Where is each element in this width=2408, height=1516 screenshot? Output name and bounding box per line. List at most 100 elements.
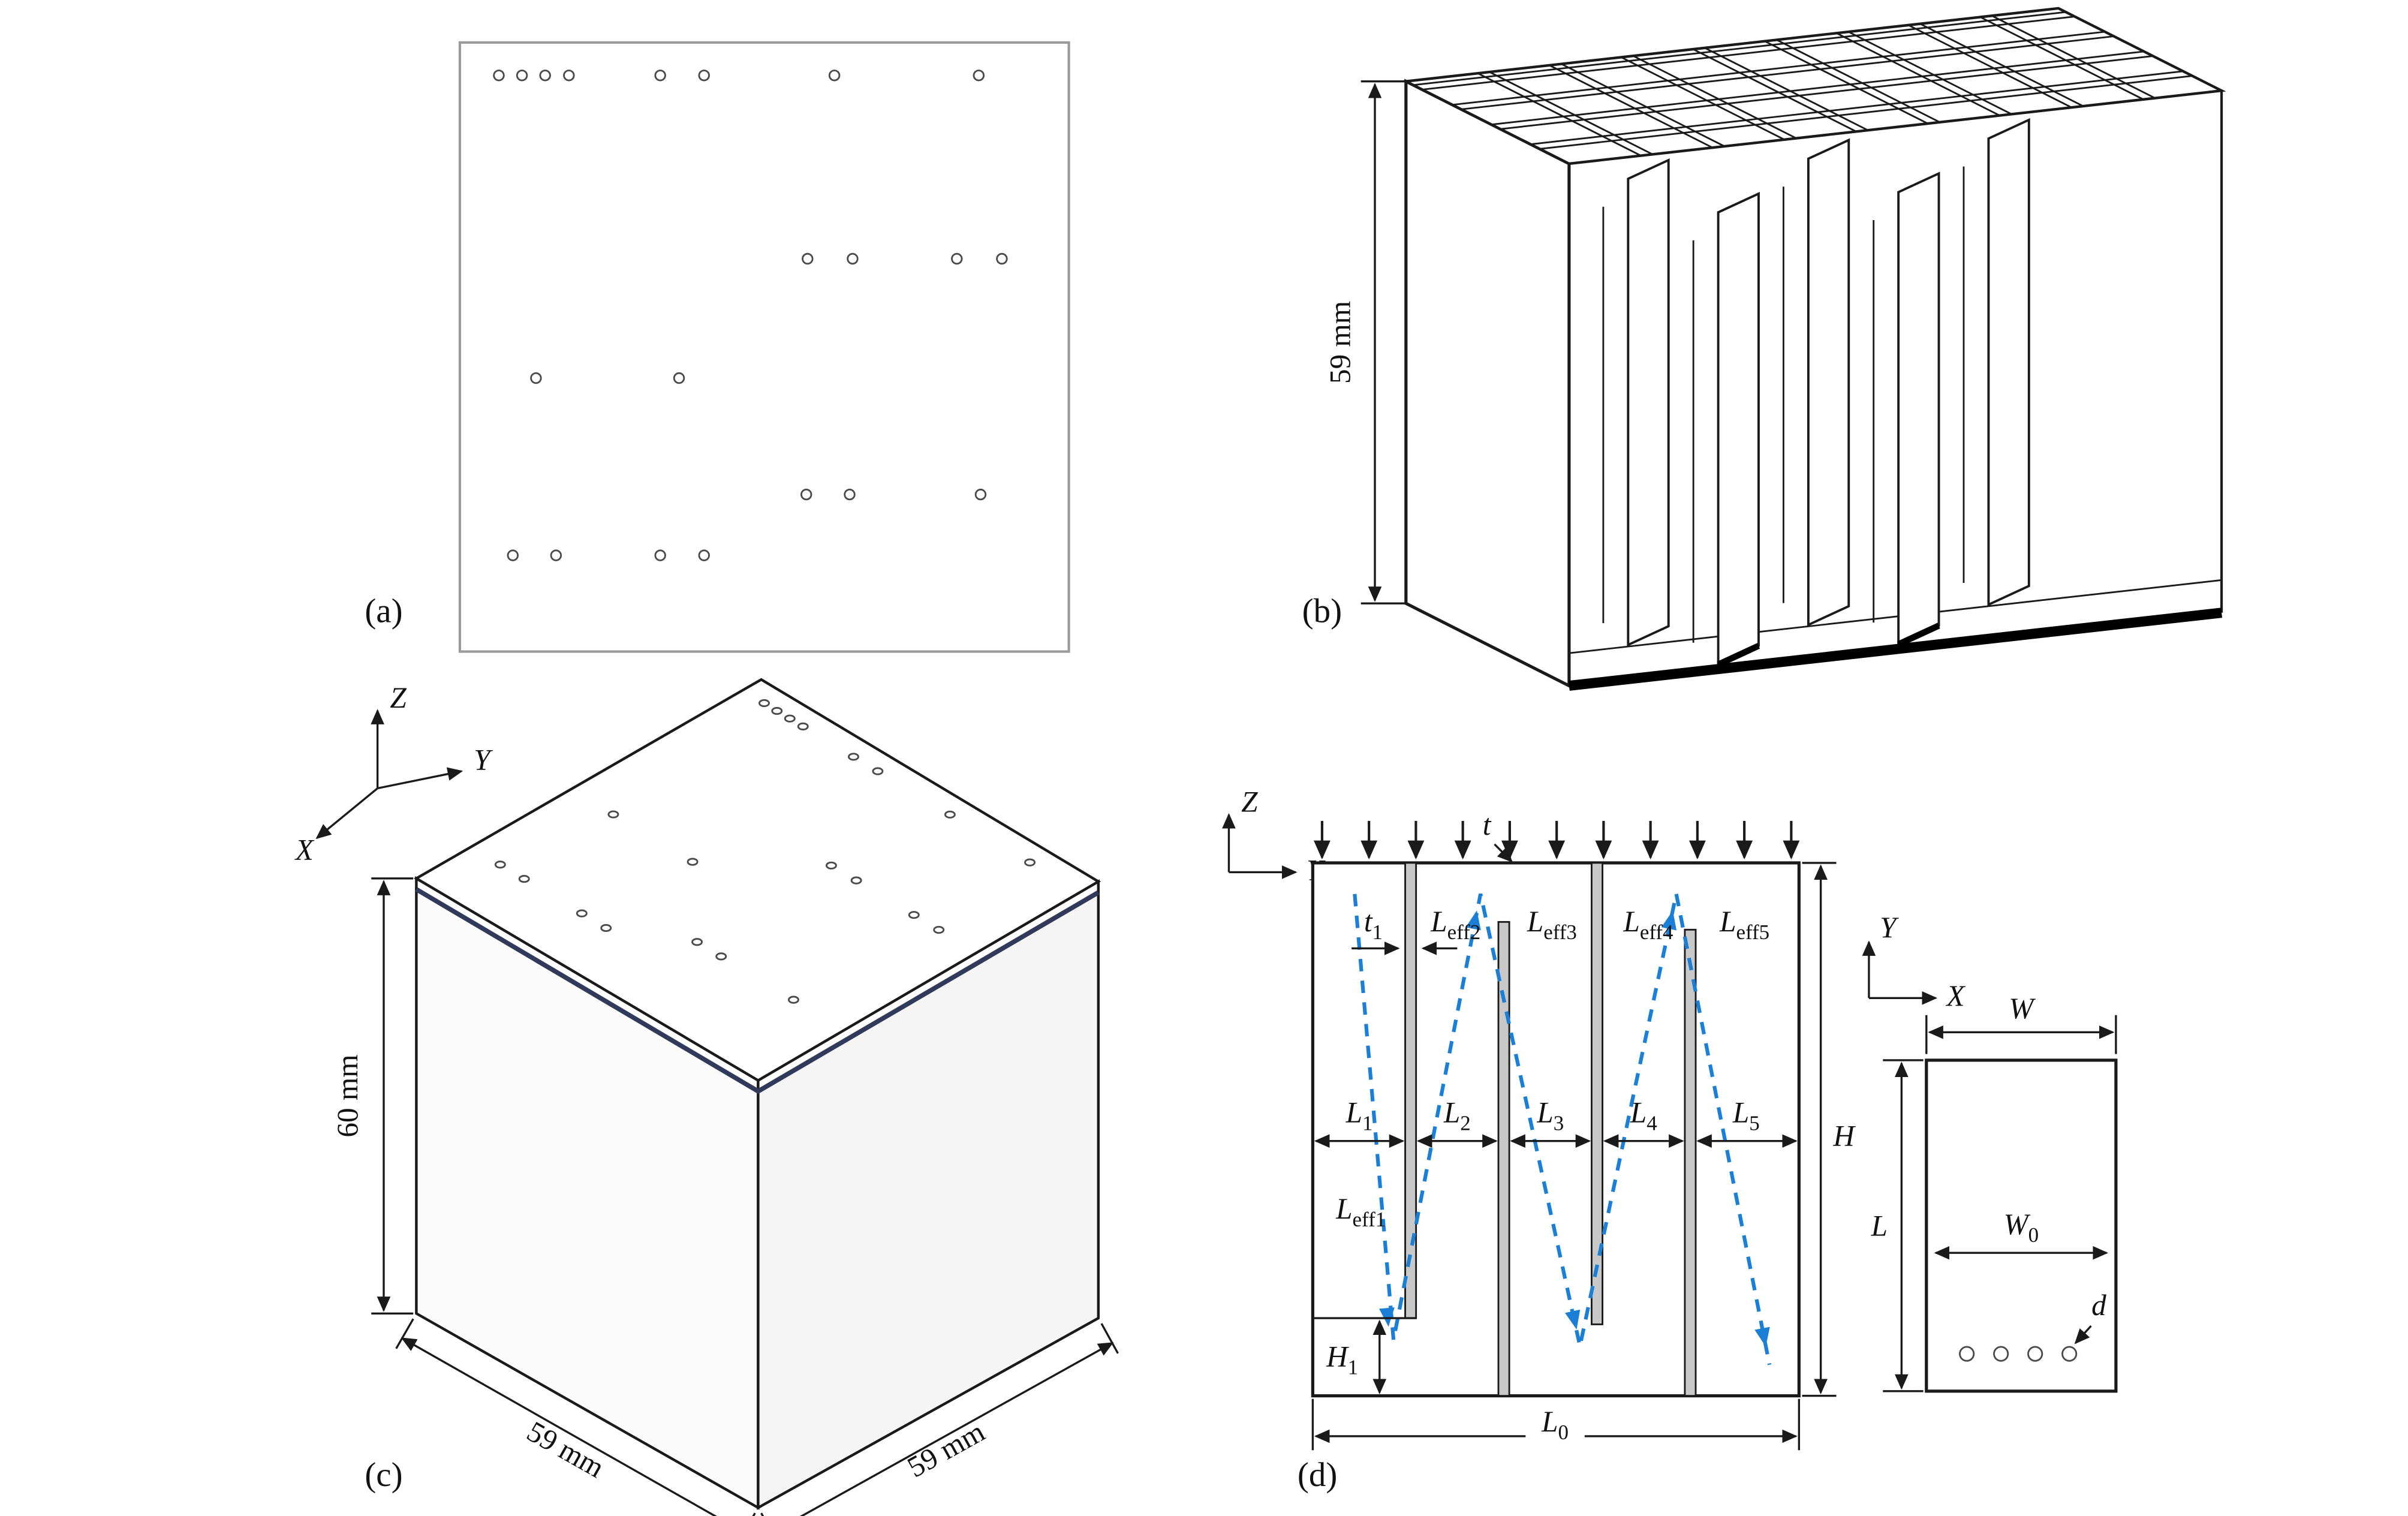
height-dim-label: 60 mm bbox=[331, 1054, 364, 1137]
side-holes bbox=[1959, 1346, 2078, 1362]
top-grid-beam bbox=[1621, 56, 1785, 141]
top-grid-beam bbox=[1539, 75, 2193, 150]
top-grid-beams bbox=[1413, 11, 2193, 157]
lid-hole bbox=[691, 938, 703, 946]
plate-hole bbox=[698, 549, 710, 561]
dimension-height-b: 59 mm bbox=[1324, 80, 1406, 604]
plate-hole bbox=[493, 70, 505, 82]
l5-label: L5 bbox=[1732, 1096, 1760, 1135]
dim-tick bbox=[395, 1318, 414, 1349]
lid-hole bbox=[715, 952, 727, 961]
w-label: W bbox=[2009, 992, 2036, 1025]
lid-hole bbox=[607, 810, 619, 819]
top-grid-beam bbox=[1489, 71, 1653, 155]
dim-line bbox=[401, 1337, 746, 1516]
top-grid-beam bbox=[1908, 24, 2072, 109]
d-label: d bbox=[2091, 1289, 2106, 1322]
flow-arrowhead bbox=[1661, 910, 1677, 931]
l3-label: L3 bbox=[1536, 1096, 1564, 1135]
z-axis-label: Z bbox=[390, 681, 407, 714]
lid-hole bbox=[872, 767, 884, 775]
side-hole bbox=[1959, 1346, 1975, 1362]
l1-label: L1 bbox=[1346, 1096, 1373, 1135]
flow-arrowhead bbox=[1565, 1309, 1581, 1329]
h-label: H bbox=[1832, 1119, 1856, 1152]
y-axis-label: Y bbox=[474, 743, 493, 776]
top-grid-beam bbox=[1704, 47, 1869, 131]
acoustic-zigzag-path bbox=[1353, 894, 1772, 1365]
panel-d-cross-section: Z Y t t1 Leff2 Leff3 Leff4 Leff5 L1 L2 L… bbox=[1222, 785, 2118, 1494]
top-grid-beam bbox=[1561, 63, 1725, 148]
plate-hole bbox=[800, 488, 812, 501]
x-axis-label: X bbox=[1945, 979, 1965, 1012]
top-grid-beam bbox=[1991, 15, 2156, 99]
base-plate-edge bbox=[1568, 607, 2223, 691]
axes-xyz: Z Y X bbox=[294, 681, 493, 867]
plate-hole bbox=[507, 549, 519, 561]
side-hole bbox=[2027, 1346, 2043, 1362]
panel-a-plate-plan-view: (a) bbox=[365, 41, 1070, 653]
lid-hole bbox=[797, 722, 809, 731]
top-grid-beam bbox=[1491, 50, 2144, 126]
plate-base-edge bbox=[1897, 622, 1940, 648]
plate-hole bbox=[802, 252, 814, 265]
leff4-label: Leff4 bbox=[1623, 905, 1673, 944]
panel-a-label: (a) bbox=[365, 592, 402, 630]
label-mask bbox=[1525, 1408, 1585, 1443]
l2-label: L2 bbox=[1443, 1096, 1471, 1135]
dim-line bbox=[770, 1342, 1114, 1516]
panel-b-label: (b) bbox=[1302, 592, 1342, 630]
axes-yx: Y X bbox=[1862, 911, 1965, 1012]
panel-b-isometric-structure: 59 mm (b) bbox=[1302, 7, 2226, 691]
plate-hole bbox=[539, 70, 551, 82]
lid-hole bbox=[600, 924, 612, 933]
side-hole bbox=[2061, 1346, 2078, 1362]
z-axis-label: Z bbox=[1241, 785, 1258, 818]
lid-hole bbox=[771, 706, 783, 715]
plate-hole bbox=[996, 252, 1008, 265]
plate-hole bbox=[698, 70, 710, 82]
internal-plate-1 bbox=[1404, 862, 1417, 1319]
dimension-height-c: 60 mm bbox=[331, 877, 414, 1315]
l-label: L bbox=[1871, 1210, 1888, 1243]
top-grid-beam bbox=[1530, 70, 2184, 145]
plate-hole bbox=[550, 549, 562, 561]
top-grid-beam bbox=[1979, 16, 2144, 100]
vertical-plate bbox=[1807, 138, 1850, 627]
leff5-label: Leff5 bbox=[1719, 905, 1769, 944]
lid-hole bbox=[944, 810, 956, 819]
x-axis-arrow bbox=[315, 787, 378, 840]
plate-hole bbox=[516, 70, 528, 82]
lid-shadow-strip bbox=[415, 887, 1100, 1094]
inner-base-edge bbox=[1569, 579, 2222, 654]
perforation-holes bbox=[493, 70, 1008, 561]
internal-plate-3 bbox=[1591, 862, 1604, 1325]
lid-hole bbox=[1024, 858, 1036, 867]
internal-plate-4 bbox=[1684, 928, 1697, 1397]
top-grid-beam bbox=[1422, 16, 2075, 91]
plate-base-edge bbox=[1717, 643, 1760, 667]
top-grid-beam bbox=[1776, 39, 1940, 124]
top-grid-beam bbox=[1632, 55, 1797, 139]
plate-hole bbox=[974, 488, 987, 501]
vertical-plate bbox=[1897, 172, 1940, 646]
lid-hole bbox=[850, 876, 862, 885]
lid-hole bbox=[848, 753, 859, 761]
dim-tick bbox=[752, 1512, 756, 1516]
w0-label: W0 bbox=[2004, 1208, 2039, 1247]
dim-tick bbox=[760, 1512, 764, 1516]
plate-hole bbox=[673, 372, 685, 384]
panel-c-label: (c) bbox=[365, 1456, 402, 1494]
top-grid-beam bbox=[1692, 48, 1857, 133]
side-view-subfigure: Y X W W0 L d bbox=[1862, 911, 2118, 1393]
vertical-plates-3d bbox=[1602, 118, 2030, 667]
vertical-plate bbox=[1717, 191, 1760, 667]
lid-top-face bbox=[414, 678, 1101, 1082]
top-grid-beam bbox=[1500, 55, 2153, 130]
vertical-plate bbox=[1987, 118, 2030, 607]
plate-hole bbox=[530, 372, 542, 384]
plate-hole bbox=[654, 549, 666, 561]
lid-hole bbox=[788, 995, 799, 1004]
lid-hole bbox=[908, 911, 920, 919]
